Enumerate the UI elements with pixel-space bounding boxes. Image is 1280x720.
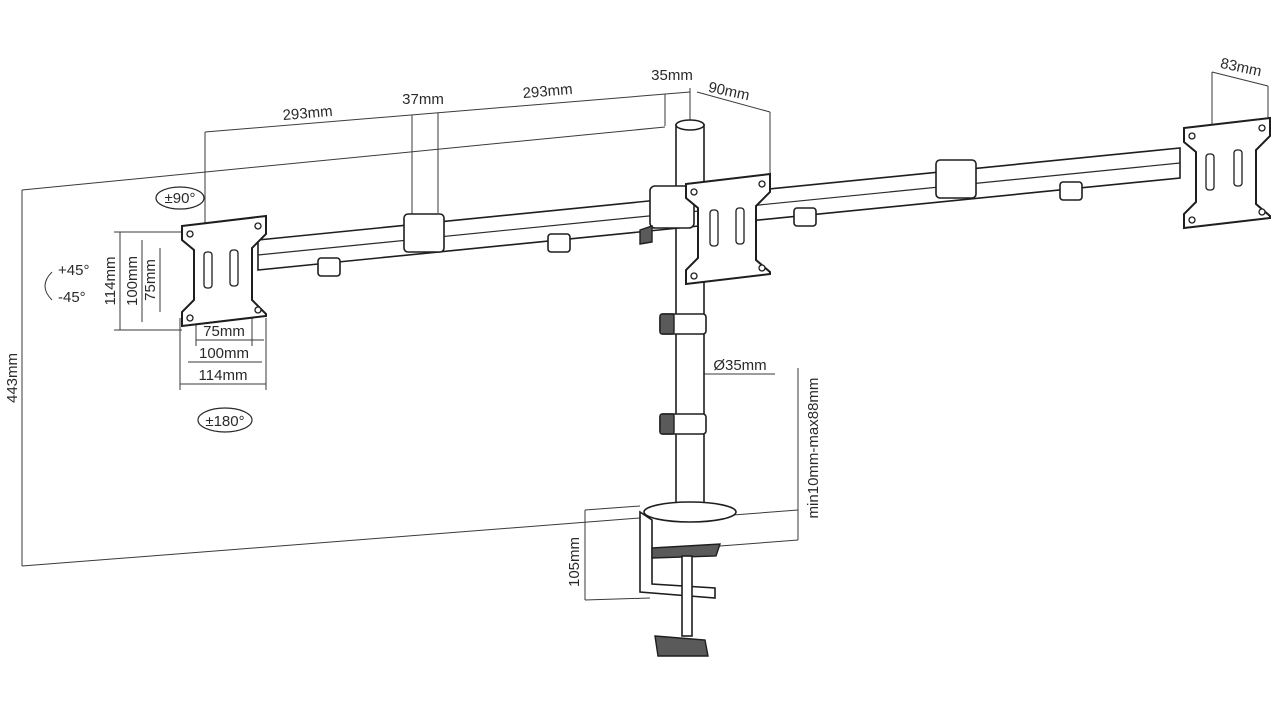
vesa-left-slot-2: [229, 249, 239, 287]
vesa-right-slot-2: [1233, 149, 1243, 187]
pole-head-knob: [639, 225, 653, 245]
clamp-height-label: 105mm: [566, 537, 583, 587]
cable-clip-3: [793, 207, 817, 227]
pole-diameter-label: Ø35mm: [713, 357, 766, 374]
vesa-plate-center: [685, 172, 771, 286]
plate-depth-dim-line: [1211, 71, 1269, 87]
vesa-right-hole-br: [1258, 208, 1266, 216]
desk-thickness-label: min10mm-max88mm: [805, 378, 822, 519]
clamp-lower-jaw: [651, 543, 721, 559]
vesa-left-hole-tr: [254, 222, 262, 230]
pole-head-joint: [649, 185, 695, 229]
vesa-left-hole-bl: [186, 314, 194, 322]
depth-dim-line: [696, 91, 771, 113]
clamp-spacing-label: 37mm: [402, 91, 444, 108]
height-top-reference: [21, 126, 666, 191]
vesa-center-slot-1: [709, 209, 719, 247]
clamp-c-body: [639, 510, 716, 599]
cable-clip-1: [317, 257, 341, 277]
vesa-plate-right-body: [1183, 116, 1271, 230]
vesa-right-slot-1: [1205, 153, 1215, 191]
vesa-100-h-label: 100mm: [199, 345, 249, 362]
pole-cap: [675, 119, 705, 131]
vesa-center-hole-bl: [690, 272, 698, 280]
arm-clamp-right: [935, 159, 977, 199]
vesa-100-v-label: 100mm: [124, 256, 141, 306]
arm-segment-left-label: 293mm: [282, 103, 333, 124]
vesa-left-hole-tl: [186, 230, 194, 238]
pole-offset-label: 35mm: [651, 67, 693, 84]
vesa-center-slot-2: [735, 207, 745, 245]
vesa-plate-left-body: [181, 214, 267, 328]
clamp-height-bottom-ext: [584, 597, 651, 601]
vesa-plate-right: [1183, 116, 1271, 230]
tilt-down-label: -45°: [58, 289, 86, 306]
arm-segment-right-label: 293mm: [522, 81, 573, 102]
vesa-center-hole-tr: [758, 180, 766, 188]
desk-thickness-bottom-ext: [719, 539, 799, 547]
rotate-rotation-badge: ±180°: [197, 407, 253, 433]
tilt-up-label: +45°: [58, 262, 89, 279]
tilt-rotation-badge: ±90°: [155, 186, 205, 210]
rotate-badge-text: ±180°: [205, 413, 244, 430]
vesa-75-h-label: 75mm: [203, 323, 245, 340]
dimension-labels: 293mm 37mm 293mm 35mm 90mm 83mm 443mm 11…: [4, 55, 1263, 587]
cable-clip-4: [1059, 181, 1083, 201]
clamp-base-plate: [643, 501, 737, 523]
vesa-right-hole-bl: [1188, 216, 1196, 224]
vesa-plate-left: [181, 214, 267, 328]
pole-collar-lower-knob: [659, 413, 675, 435]
cable-clip-2: [547, 233, 571, 253]
clamp-height-top-ext: [584, 505, 641, 511]
clamp-screw: [681, 555, 693, 637]
pole-collar-upper-knob: [659, 313, 675, 335]
vesa-right-hole-tl: [1188, 132, 1196, 140]
vesa-right-hole-tr: [1258, 124, 1266, 132]
pole: [659, 119, 707, 516]
vesa-center-hole-br: [758, 264, 766, 272]
vesa-114-h-label: 114mm: [199, 367, 248, 384]
vesa-75-v-label: 75mm: [142, 259, 159, 301]
plate-depth-label: 83mm: [1219, 55, 1263, 80]
desk-clamp: [639, 501, 737, 657]
tilt-range-indicator: +45° -45°: [44, 262, 89, 306]
vesa-left-slot-1: [203, 251, 213, 289]
total-height-label: 443mm: [4, 353, 21, 403]
height-bottom-reference: [21, 517, 641, 567]
vesa-plate-center-body: [685, 172, 771, 286]
rotate-badge-outline: [197, 407, 253, 433]
tilt-range-arc: [44, 271, 53, 301]
tilt-badge-text: ±90°: [165, 190, 196, 207]
top-dimension-line: [204, 91, 691, 133]
dimension-lines: [21, 71, 1269, 601]
vesa-114-v-label: 114mm: [102, 257, 119, 306]
vesa-left-hole-br: [254, 306, 262, 314]
clamp-handle: [654, 635, 709, 657]
vesa-center-hole-tl: [690, 188, 698, 196]
tilt-badge-outline: [155, 186, 205, 210]
arm-clamp-left: [403, 213, 445, 253]
